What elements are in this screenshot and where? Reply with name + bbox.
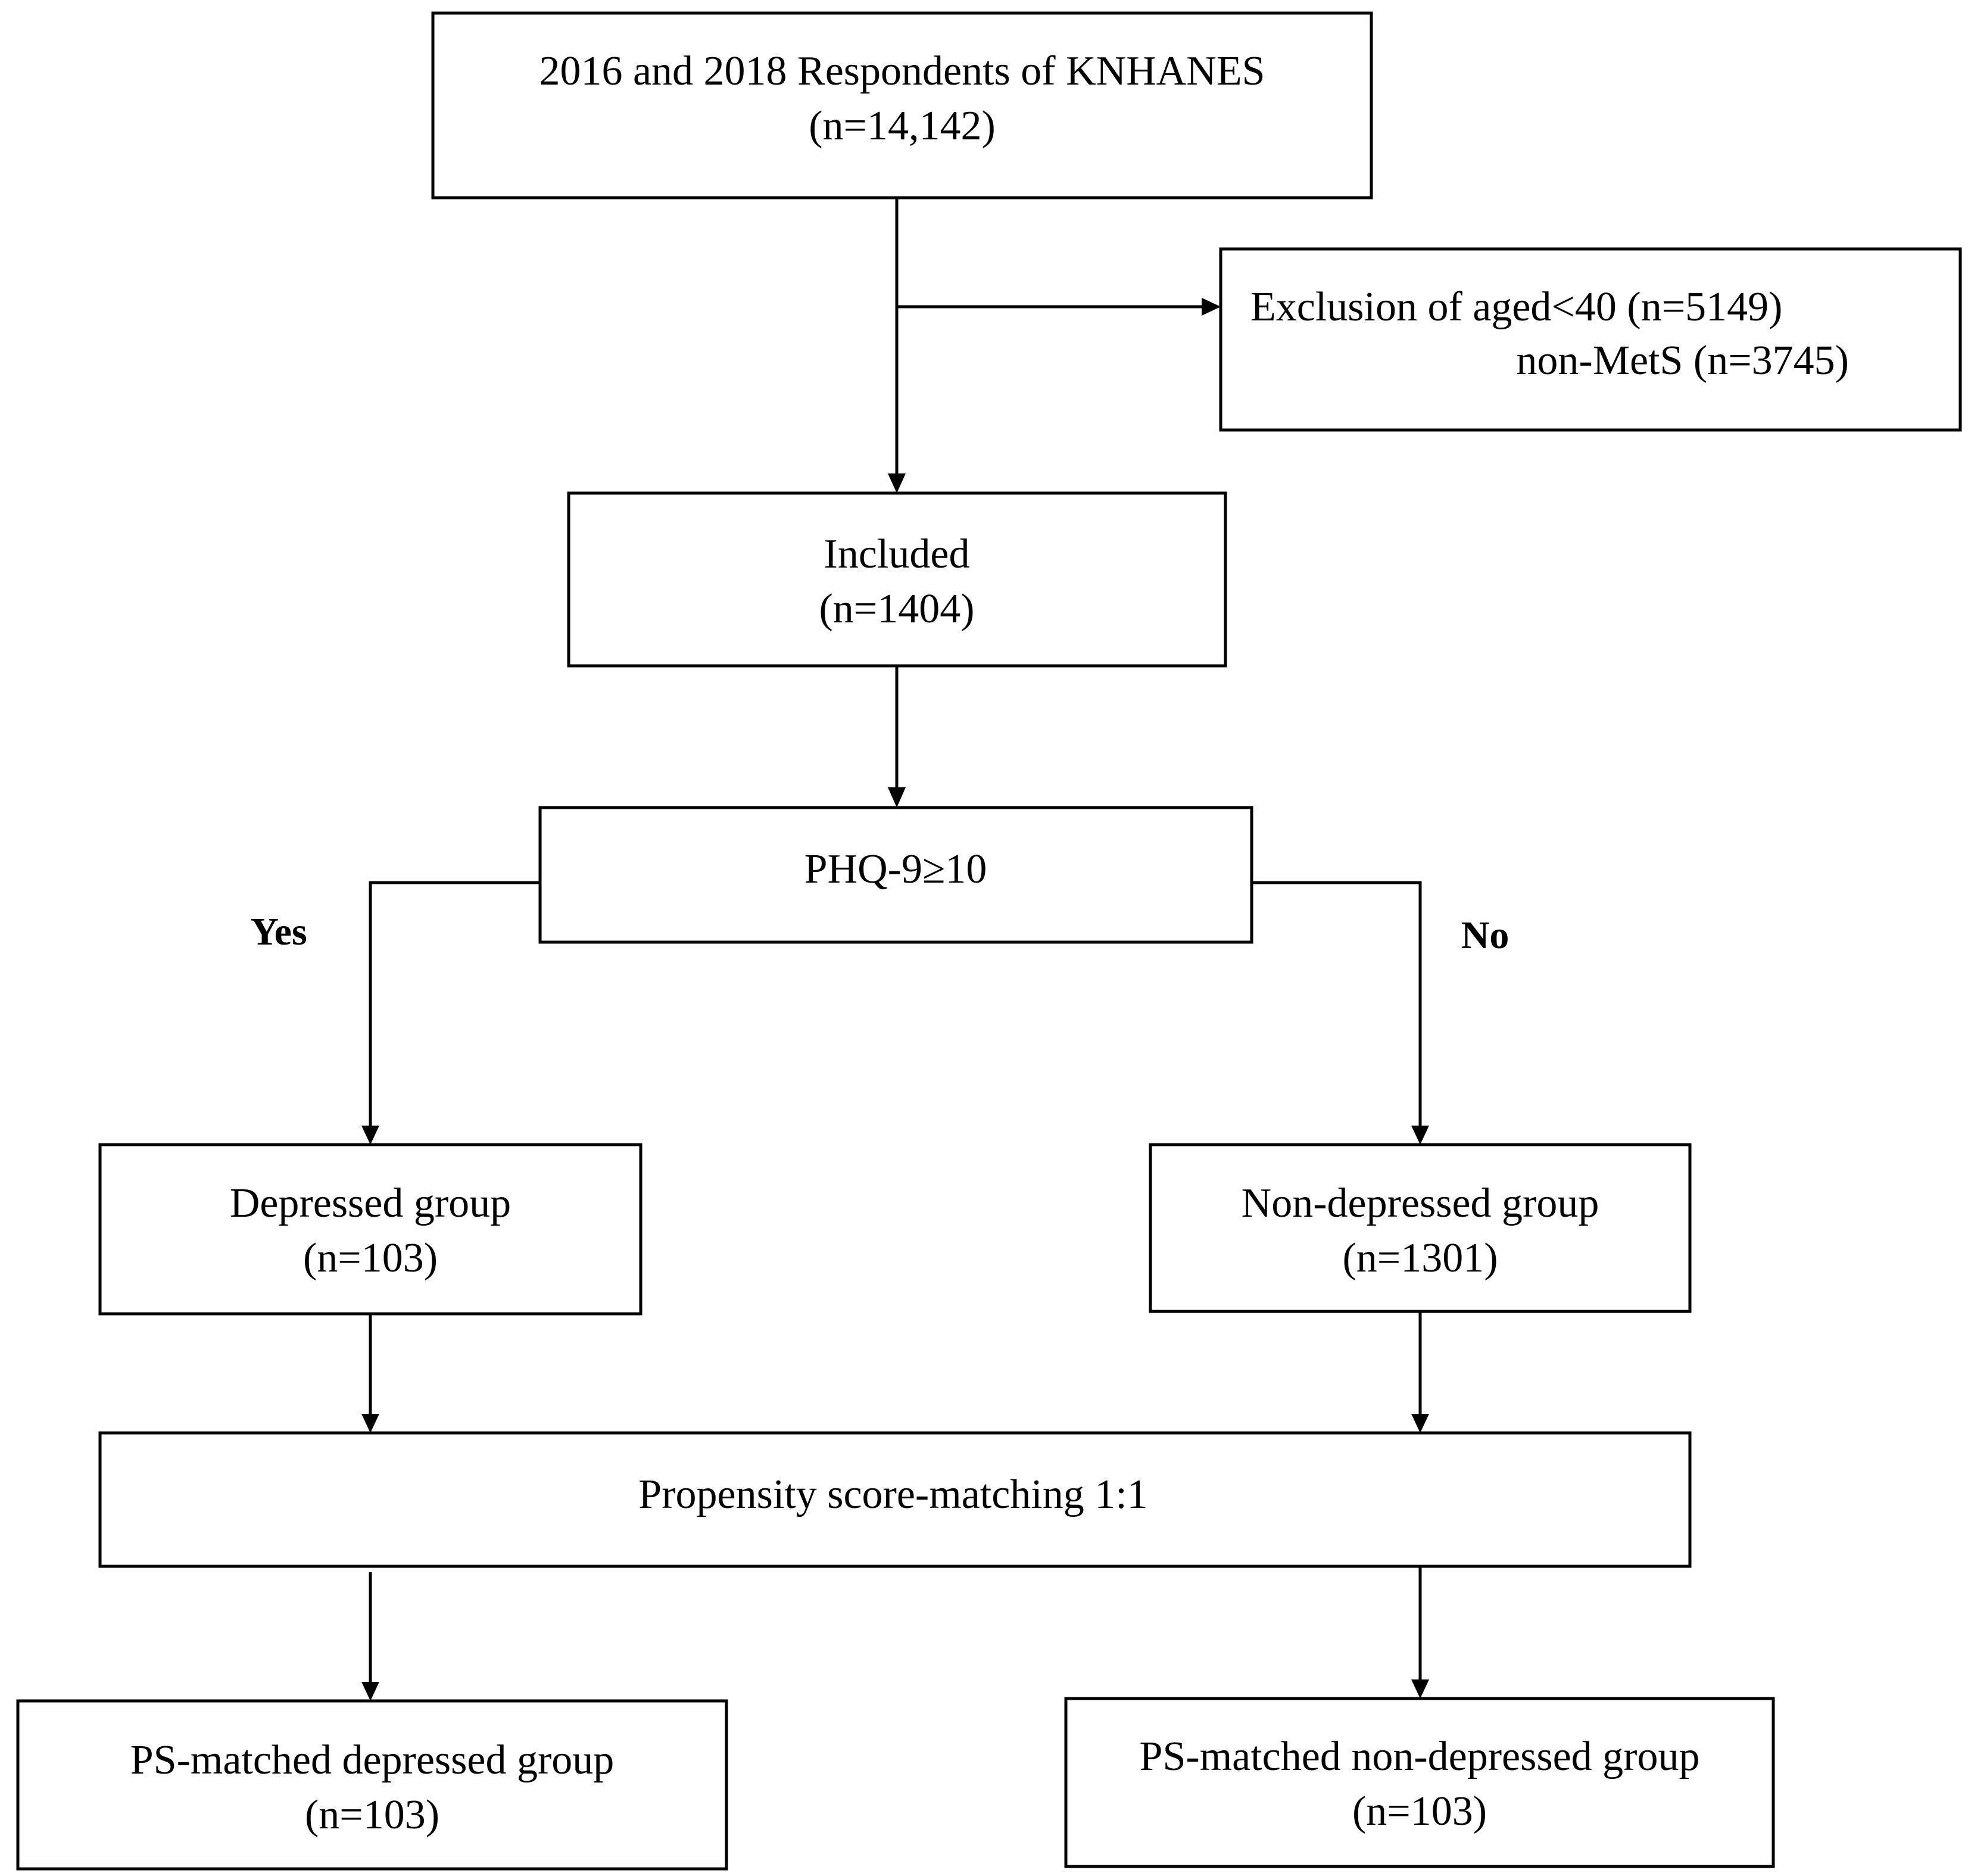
connector-phq-yes xyxy=(361,881,540,1145)
exclusion-age: Exclusion of aged<40 (n=5149) xyxy=(1250,284,1783,330)
respondents-title: 2016 and 2018 Respondents of KNHANES xyxy=(539,48,1265,94)
ps-nondepressed-count: (n=103) xyxy=(1352,1788,1487,1834)
included-count: (n=1404) xyxy=(819,586,974,632)
connector-depressed-psm xyxy=(361,1314,379,1433)
nondepressed-box: Non-depressed group (n=1301) xyxy=(1149,1143,1692,1313)
psm-title: Propensity score-matching 1:1 xyxy=(638,1472,1147,1517)
nondepressed-title: Non-depressed group xyxy=(1242,1180,1599,1226)
ps-depressed-title: PS-matched depressed group xyxy=(130,1737,615,1783)
respondents-count: (n=14,142) xyxy=(809,103,996,149)
ps-depressed-count: (n=103) xyxy=(305,1792,439,1838)
connector-psm-ps-depressed xyxy=(361,1572,379,1701)
connector-psm-ps-nondepressed xyxy=(1411,1566,1429,1699)
ps-nondepressed-box: PS-matched non-depressed group (n=103) xyxy=(1064,1697,1775,1868)
ps-depressed-box: PS-matched depressed group (n=103) xyxy=(16,1699,728,1871)
included-box: Included (n=1404) xyxy=(567,491,1227,668)
depressed-title: Depressed group xyxy=(230,1180,511,1226)
phq-box: PHQ-9≥10 xyxy=(538,806,1253,944)
included-title: Included xyxy=(824,531,970,577)
connector-respondents-included xyxy=(888,198,906,493)
phq-criterion: PHQ-9≥10 xyxy=(804,846,987,892)
exclusion-mets: non-MetS (n=3745) xyxy=(1516,338,1849,384)
psm-box: Propensity score-matching 1:1 xyxy=(98,1431,1692,1568)
exclusion-box: Exclusion of aged<40 (n=5149) non-MetS (… xyxy=(1219,247,1962,432)
connector-exclusion xyxy=(897,298,1221,316)
yes-label: Yes xyxy=(250,910,307,953)
connector-nondepressed-psm xyxy=(1411,1311,1429,1433)
depressed-count: (n=103) xyxy=(303,1235,438,1281)
connector-included-phq xyxy=(888,666,906,808)
depressed-box: Depressed group (n=103) xyxy=(98,1143,643,1316)
nondepressed-count: (n=1301) xyxy=(1342,1235,1498,1281)
respondents-box: 2016 and 2018 Respondents of KNHANES (n=… xyxy=(431,11,1373,200)
no-label: No xyxy=(1461,914,1509,957)
ps-nondepressed-title: PS-matched non-depressed group xyxy=(1140,1734,1700,1780)
connector-phq-no xyxy=(1252,881,1429,1145)
